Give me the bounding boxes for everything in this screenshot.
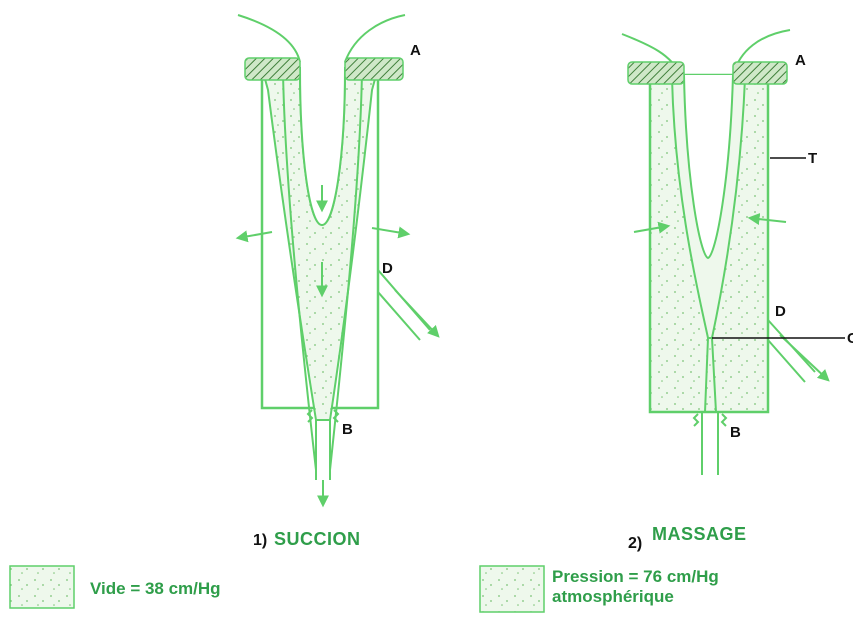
label-a-1: A (410, 42, 421, 59)
caption-number-1: 1) (253, 532, 267, 549)
legend: Vide = 38 cm/Hg Pression = 76 cm/Hg atmo… (10, 566, 719, 612)
mouthpiece-right (345, 58, 403, 80)
panel-succion: A B D 1) SUCCION (238, 15, 438, 549)
panel-massage: A T D C B 2) MASSAGE (622, 30, 853, 552)
label-d-1: D (382, 260, 393, 277)
caption-succion: SUCCION (274, 529, 361, 549)
label-c-2: C (847, 330, 853, 347)
pulsation-pipe (378, 270, 430, 340)
pulsation-pipe-2 (768, 320, 815, 382)
outlet-tube (316, 420, 330, 480)
outlet-tube-2 (702, 412, 718, 475)
udder-curve-right (345, 15, 405, 62)
label-a-2: A (795, 52, 806, 69)
legend-swatch-vacuum (10, 566, 74, 608)
udder-curve-left (238, 15, 300, 62)
legend-pressure-line2: atmosphérique (552, 587, 674, 606)
mouthpiece-right-2 (733, 62, 787, 84)
caption-massage: MASSAGE (652, 524, 747, 544)
legend-vacuum-text: Vide = 38 cm/Hg (90, 579, 221, 598)
mouthpiece-left-2 (628, 62, 684, 84)
arrow-pipe-out (395, 290, 438, 336)
caption-number-2: 2) (628, 535, 642, 552)
label-t-2: T (808, 150, 817, 167)
legend-swatch-pressure (480, 566, 544, 612)
label-d-2: D (775, 303, 786, 320)
label-b-1: B (342, 421, 353, 438)
legend-pressure-line1: Pression = 76 cm/Hg (552, 567, 719, 586)
arrow-pipe-out-2 (780, 335, 828, 380)
label-b-2: B (730, 424, 741, 441)
mouthpiece-left (245, 58, 300, 80)
ring-b-2 (694, 414, 726, 426)
